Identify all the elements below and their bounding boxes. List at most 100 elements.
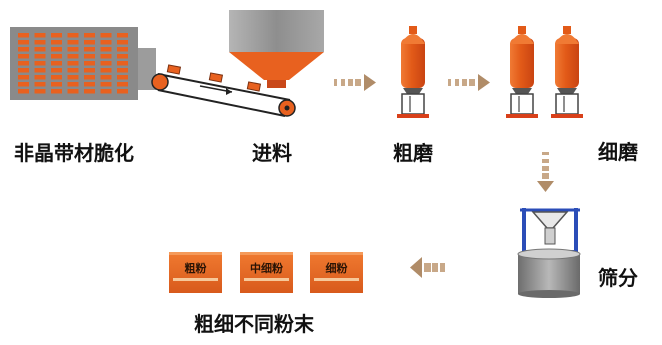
coil-bar — [34, 61, 46, 66]
hopper-cone — [229, 52, 324, 80]
coil-bar — [18, 54, 29, 59]
coil-bar — [117, 61, 128, 66]
mill-neck — [512, 88, 532, 94]
arrow-dot — [469, 79, 475, 86]
arrow-dot — [440, 263, 445, 272]
mill-dome — [555, 34, 579, 44]
coil-bar — [100, 68, 112, 73]
sieving-machine — [517, 208, 581, 298]
coil-bar — [100, 54, 112, 59]
arrow-dot — [455, 79, 459, 86]
coil-bar — [18, 40, 29, 45]
hopper-spout — [267, 80, 286, 88]
sieve-funnel — [531, 211, 569, 229]
coil-bar — [84, 89, 95, 94]
label-feeding: 进料 — [252, 141, 292, 165]
feed-hopper — [229, 10, 324, 88]
package-highlight — [310, 252, 363, 255]
furnace-door — [138, 48, 156, 90]
coil-bar — [117, 54, 128, 59]
coil-bar — [51, 89, 62, 94]
mill-dome — [401, 34, 425, 44]
arrow-dot — [334, 79, 337, 86]
coil-bar — [18, 68, 29, 73]
mill-dome — [510, 34, 534, 44]
flow-arrow-right — [448, 74, 490, 91]
coil-bar — [51, 61, 62, 66]
coil-bar — [34, 75, 46, 80]
arrow-dot — [462, 79, 467, 86]
coil-bar — [84, 61, 95, 66]
package-label-medium: 中细粉 — [250, 262, 283, 275]
sieve-neck — [544, 227, 556, 245]
arrow-dot — [341, 79, 345, 86]
coil-bar — [18, 61, 29, 66]
mill-base — [506, 114, 538, 118]
coil-bar — [117, 89, 128, 94]
arrow-head — [364, 74, 376, 91]
mill-neck — [557, 88, 577, 94]
conveyor-left-roller — [151, 73, 169, 91]
coil-bar — [34, 68, 46, 73]
coil-bar — [84, 47, 95, 52]
coil-bar — [100, 61, 112, 66]
coil-bar — [100, 47, 112, 52]
coil-bar — [117, 82, 128, 87]
coil-bar — [117, 40, 128, 45]
package-stripe — [173, 278, 218, 281]
coil-bar — [34, 82, 46, 87]
arrow-dot — [542, 152, 549, 155]
coil-bar — [84, 54, 95, 59]
mill-cap — [409, 26, 417, 34]
coil-bar — [51, 40, 62, 45]
coil-bar — [18, 75, 29, 80]
powder-packages — [169, 252, 363, 293]
mill-jar — [401, 93, 425, 115]
coil-bar — [67, 47, 79, 52]
coil-bar — [34, 54, 46, 59]
label-sieving: 筛分 — [598, 266, 638, 290]
flow-arrow-down — [537, 152, 554, 192]
coil-bar — [84, 75, 95, 80]
mill-cap — [563, 26, 571, 34]
coil-bar — [67, 33, 79, 38]
sieve-drum-top — [517, 248, 581, 260]
coil-bar — [100, 33, 112, 38]
coil-bar — [67, 61, 79, 66]
coil-bar — [117, 33, 128, 38]
sieve-drum — [518, 254, 580, 294]
coil-bar — [51, 33, 62, 38]
coil-bar — [34, 33, 46, 38]
coil-bar — [34, 47, 46, 52]
coil-bar — [51, 54, 62, 59]
coil-bar — [67, 89, 79, 94]
coil-bar — [18, 89, 29, 94]
fine-grinding-mill — [551, 26, 583, 118]
label-coarse-grinding: 粗磨 — [393, 141, 433, 165]
arrow-head — [478, 74, 490, 91]
furnace-coils — [18, 33, 128, 94]
conveyed-piece — [246, 81, 262, 92]
arrow-dot — [542, 173, 549, 179]
conveyor-top-belt — [157, 73, 291, 101]
roller-hub — [284, 105, 290, 111]
package-label-fine: 细粉 — [325, 262, 348, 275]
package-label-coarse: 粗粉 — [184, 262, 207, 275]
arrow-head — [226, 88, 232, 95]
arrow-dot — [348, 79, 353, 86]
coil-bar — [34, 89, 46, 94]
coil-bar — [67, 40, 79, 45]
arrow-dot — [424, 263, 431, 272]
package-highlight — [169, 252, 222, 255]
powder-package — [240, 252, 293, 293]
mill-jar — [510, 93, 534, 115]
powder-package — [310, 252, 363, 293]
conveyor-bottom-belt — [157, 89, 286, 117]
coil-bar — [51, 75, 62, 80]
coil-bar — [117, 47, 128, 52]
coil-bar — [18, 47, 29, 52]
mill-base — [397, 114, 429, 118]
sieve-drum-bottom — [518, 290, 580, 298]
mill-neck — [403, 88, 423, 94]
